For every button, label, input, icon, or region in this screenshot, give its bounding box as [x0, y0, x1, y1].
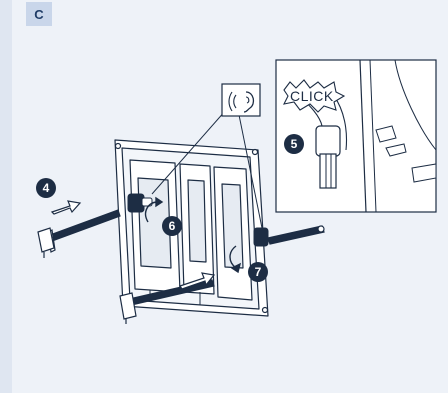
- step-5-bubble: 5: [284, 134, 304, 154]
- ear-sound-icon: [222, 84, 260, 116]
- step-5-number: 5: [291, 137, 298, 151]
- step-6-number: 6: [169, 219, 176, 233]
- step-7-number: 7: [255, 265, 262, 279]
- step-7-bubble: 7: [248, 262, 268, 282]
- left-rod: [38, 210, 120, 258]
- clip-right: [254, 228, 268, 246]
- push-arrow-4: [52, 201, 80, 214]
- step-6-bubble: 6: [162, 216, 182, 236]
- step-4-bubble: 4: [36, 178, 56, 198]
- click-text: CLICK: [290, 88, 334, 104]
- right-rod: [268, 226, 324, 244]
- step-4-number: 4: [43, 181, 50, 195]
